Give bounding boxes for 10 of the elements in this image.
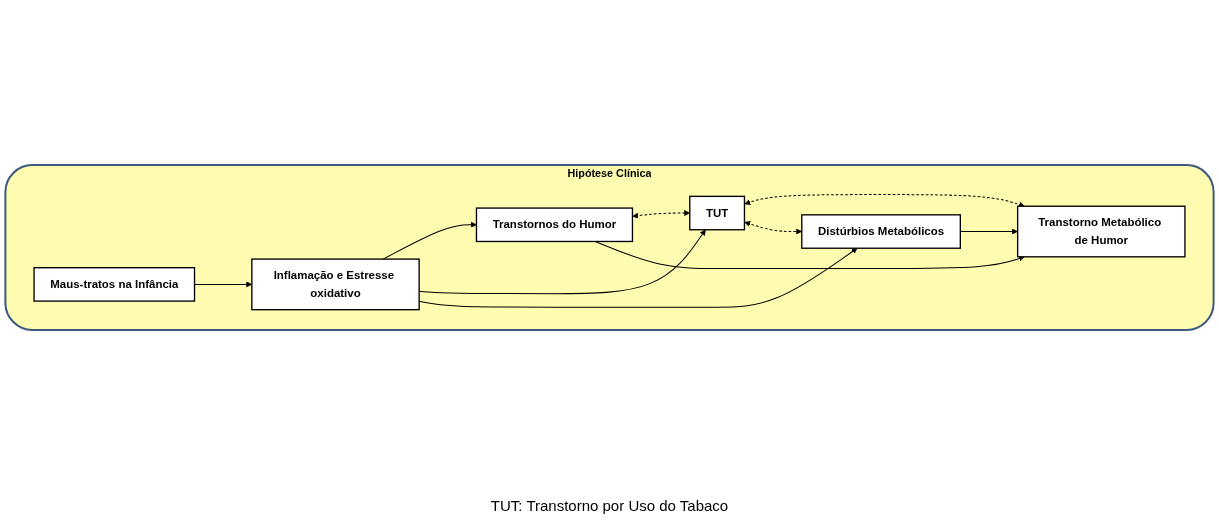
node-box: Distúrbios Metabólicos xyxy=(801,214,961,249)
arrow xyxy=(594,240,1025,269)
node-box: Maus-tratos na Infância xyxy=(33,267,196,302)
node-box: TUT xyxy=(689,195,746,231)
arrow xyxy=(382,221,477,260)
node-box: Transtorno Metabólico de Humor xyxy=(1016,205,1186,258)
node-box: Inflamação e Estresse oxidativo xyxy=(251,258,420,311)
arrow xyxy=(744,194,1025,208)
footnote: TUT: Transtorno por Uso do Tabaco xyxy=(490,497,729,514)
node-box: Transtornos do Humor xyxy=(475,207,634,243)
